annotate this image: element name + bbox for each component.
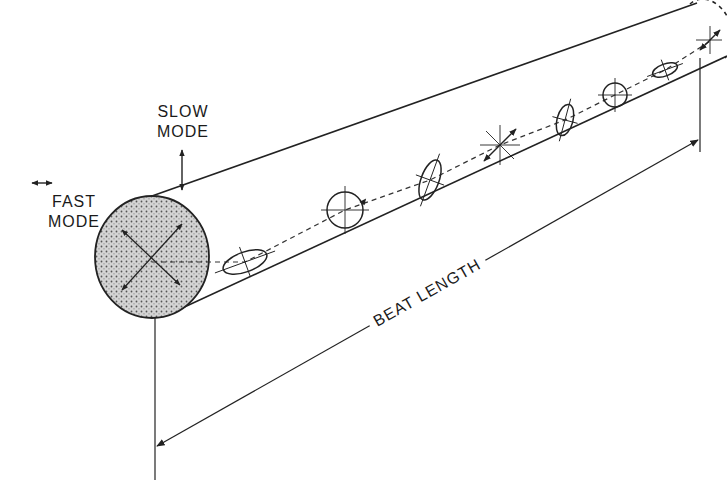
fiber-axis xyxy=(152,40,712,262)
fiber-end-face xyxy=(95,196,209,318)
mode-arrows xyxy=(32,150,182,190)
face-polarization-arrows xyxy=(122,224,182,290)
polarization-states xyxy=(209,26,722,288)
fiber-body xyxy=(152,0,727,316)
fast-mode-label: FAST MODE xyxy=(46,192,102,232)
beat-length-label: BEAT LENGTH xyxy=(364,252,489,335)
beat-length-dimension xyxy=(155,58,700,480)
slow-mode-label: SLOW MODE xyxy=(153,102,213,142)
